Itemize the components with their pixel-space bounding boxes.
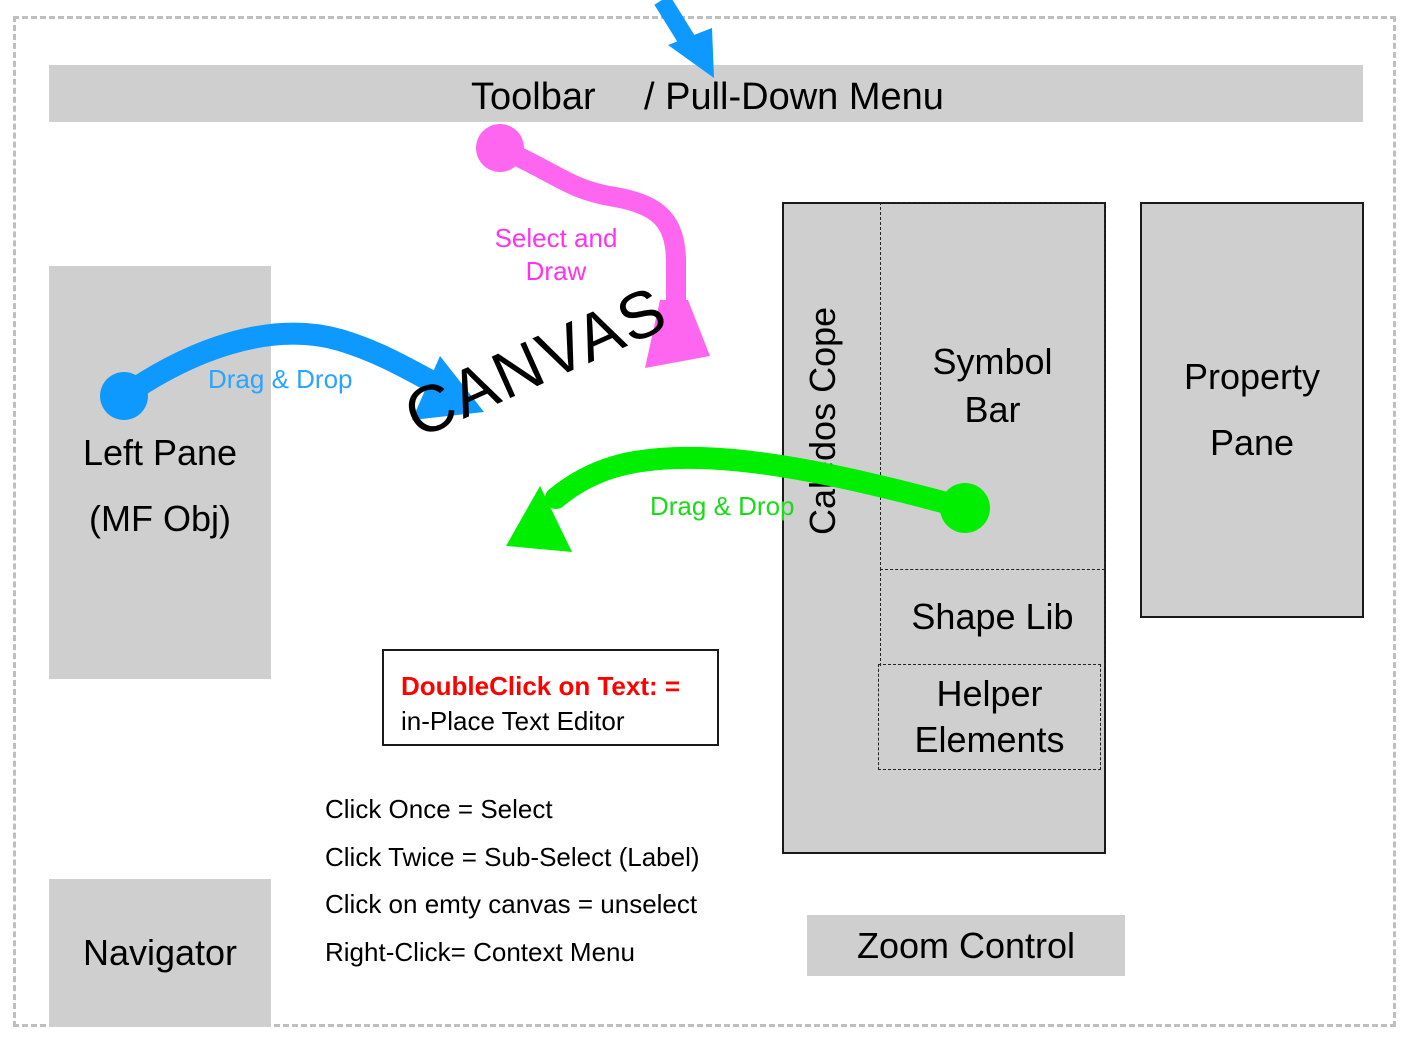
pink-select-draw-arrow — [476, 124, 710, 368]
toolbar-label: Toolbar — [471, 76, 596, 118]
helper-elements-line1: Helper — [936, 673, 1043, 714]
pink-arrow-label: Select and Draw — [470, 222, 642, 288]
outer-frame — [13, 16, 1396, 1027]
instruction-item: Click Once = Select — [325, 794, 553, 824]
caledos-cope-panel[interactable] — [782, 202, 1106, 854]
property-pane-line1: Property — [1183, 356, 1321, 397]
green-drag-drop-arrow — [506, 446, 990, 552]
blue-arrow-label: Drag & Drop — [208, 364, 353, 394]
toolbar-pulldown-menu[interactable]: Toolbar / Pull-Down Menu — [49, 65, 1363, 122]
double-click-note: DoubleClick on Text: = in-Place Text Edi… — [382, 649, 719, 746]
pink-arrow-label-line2: Draw — [525, 256, 587, 286]
symbol-bar[interactable]: Symbol Bar — [880, 202, 1105, 570]
symbol-bar-line1: Symbol — [932, 341, 1053, 382]
shape-lib-label: Shape Lib — [911, 596, 1074, 637]
property-pane[interactable]: Property Pane — [1140, 202, 1364, 618]
green-arrow-label: Drag & Drop — [650, 491, 795, 521]
navigator-label: Navigator — [82, 932, 238, 973]
zoom-control-label: Zoom Control — [856, 924, 1076, 966]
instruction-list: Click Once = Select Click Twice = Sub-Se… — [325, 786, 700, 976]
pulldown-menu-label: / Pull-Down Menu — [644, 76, 944, 118]
zoom-control[interactable]: Zoom Control — [807, 915, 1125, 976]
shape-lib[interactable]: Shape Lib — [880, 568, 1105, 666]
navigator-pane[interactable]: Navigator — [49, 879, 271, 1027]
helper-elements[interactable]: Helper Elements — [878, 664, 1101, 770]
helper-elements-line2: Elements — [914, 719, 1065, 760]
double-click-title: DoubleClick on Text: = — [401, 671, 681, 701]
blue-drag-drop-arrow — [100, 322, 484, 420]
instruction-item: Click on emty canvas = unselect — [325, 889, 698, 919]
left-pane-label: Left Pane (MF Obj) — [49, 420, 271, 552]
blue-arrow-toolbar — [654, 0, 714, 78]
symbol-bar-line2: Bar — [964, 389, 1021, 430]
pink-arrow-label-line1: Select and — [494, 223, 618, 253]
left-pane-title: Left Pane — [82, 432, 238, 473]
left-pane-subtitle: (MF Obj) — [89, 498, 231, 539]
instruction-item: Right-Click= Context Menu — [325, 936, 635, 967]
double-click-body: in-Place Text Editor — [401, 706, 625, 736]
property-pane-line2: Pane — [1209, 422, 1295, 463]
instruction-item: Click Twice = Sub-Select (Label) — [325, 841, 700, 872]
